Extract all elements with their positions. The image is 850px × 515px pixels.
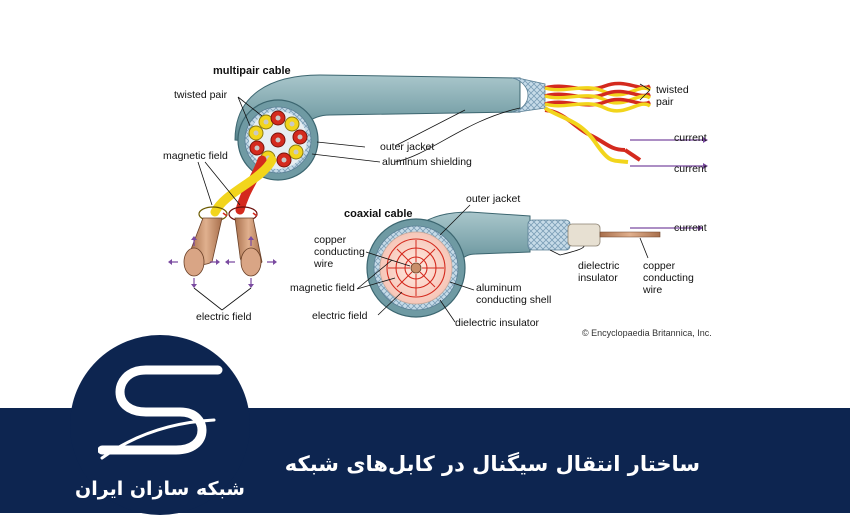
coaxial-magnetic-field-label: magnetic field xyxy=(290,282,355,294)
multipair-magnetic-field-label: magnetic field xyxy=(163,150,228,162)
coaxial-electric-field-label: electric field xyxy=(312,310,368,322)
copyright-credit: © Encyclopaedia Britannica, Inc. xyxy=(582,328,712,338)
coaxial-cable: coaxial cable outer jacket current coppe… xyxy=(290,193,707,329)
coaxial-outer-jacket-label: outer jacket xyxy=(466,193,520,205)
coaxial-aluminum-label-1: aluminum xyxy=(476,282,522,294)
multipair-current-label-2: current xyxy=(674,163,707,175)
multipair-twisted-pairs-end xyxy=(545,83,708,169)
coaxial-copper-label-1: copper xyxy=(314,234,347,246)
coaxial-dielectric-side-label-2: insulator xyxy=(578,272,618,284)
multipair-outer-jacket-label: outer jacket xyxy=(380,141,434,153)
coaxial-aluminum-label-2: conducting shell xyxy=(476,294,551,306)
coaxial-dielectric-insulator-label: dielectric insulator xyxy=(455,317,540,329)
brand-name: شبکه سازان ایران xyxy=(70,478,250,500)
coaxial-copper-wire xyxy=(600,232,660,237)
multipair-current-label-1: current xyxy=(674,132,707,144)
coaxial-copper-label-2: conducting xyxy=(314,246,365,258)
coaxial-copper-label-3: wire xyxy=(313,258,333,270)
coaxial-copper-side-label-2: conducting xyxy=(643,272,694,284)
coaxial-field-lines xyxy=(387,239,445,297)
brand-logo-icon xyxy=(98,362,224,462)
coaxial-dielectric-side-label-1: dielectric xyxy=(578,260,619,272)
coaxial-copper-side-label-1: copper xyxy=(643,260,676,272)
multipair-electric-field-label: electric field xyxy=(196,311,252,323)
multipair-twisted-pair-label: twisted pair xyxy=(174,89,228,101)
coaxial-current-label: current xyxy=(674,222,707,234)
multipair-twisted-end-label-1: twisted xyxy=(656,84,689,96)
coaxial-copper-side-label-3: wire xyxy=(642,284,662,296)
article-headline: ساختار انتقال سیگنال در کابل‌های شبکه xyxy=(285,452,700,476)
coaxial-title: coaxial cable xyxy=(344,208,413,220)
multipair-twisted-end-label-2: pair xyxy=(656,96,674,108)
multipair-title: multipair cable xyxy=(213,65,291,77)
coaxial-dielectric-insulator xyxy=(568,224,600,246)
multipair-aluminum-shielding-label: aluminum shielding xyxy=(382,156,472,168)
coaxial-aluminum-shell xyxy=(528,220,570,250)
